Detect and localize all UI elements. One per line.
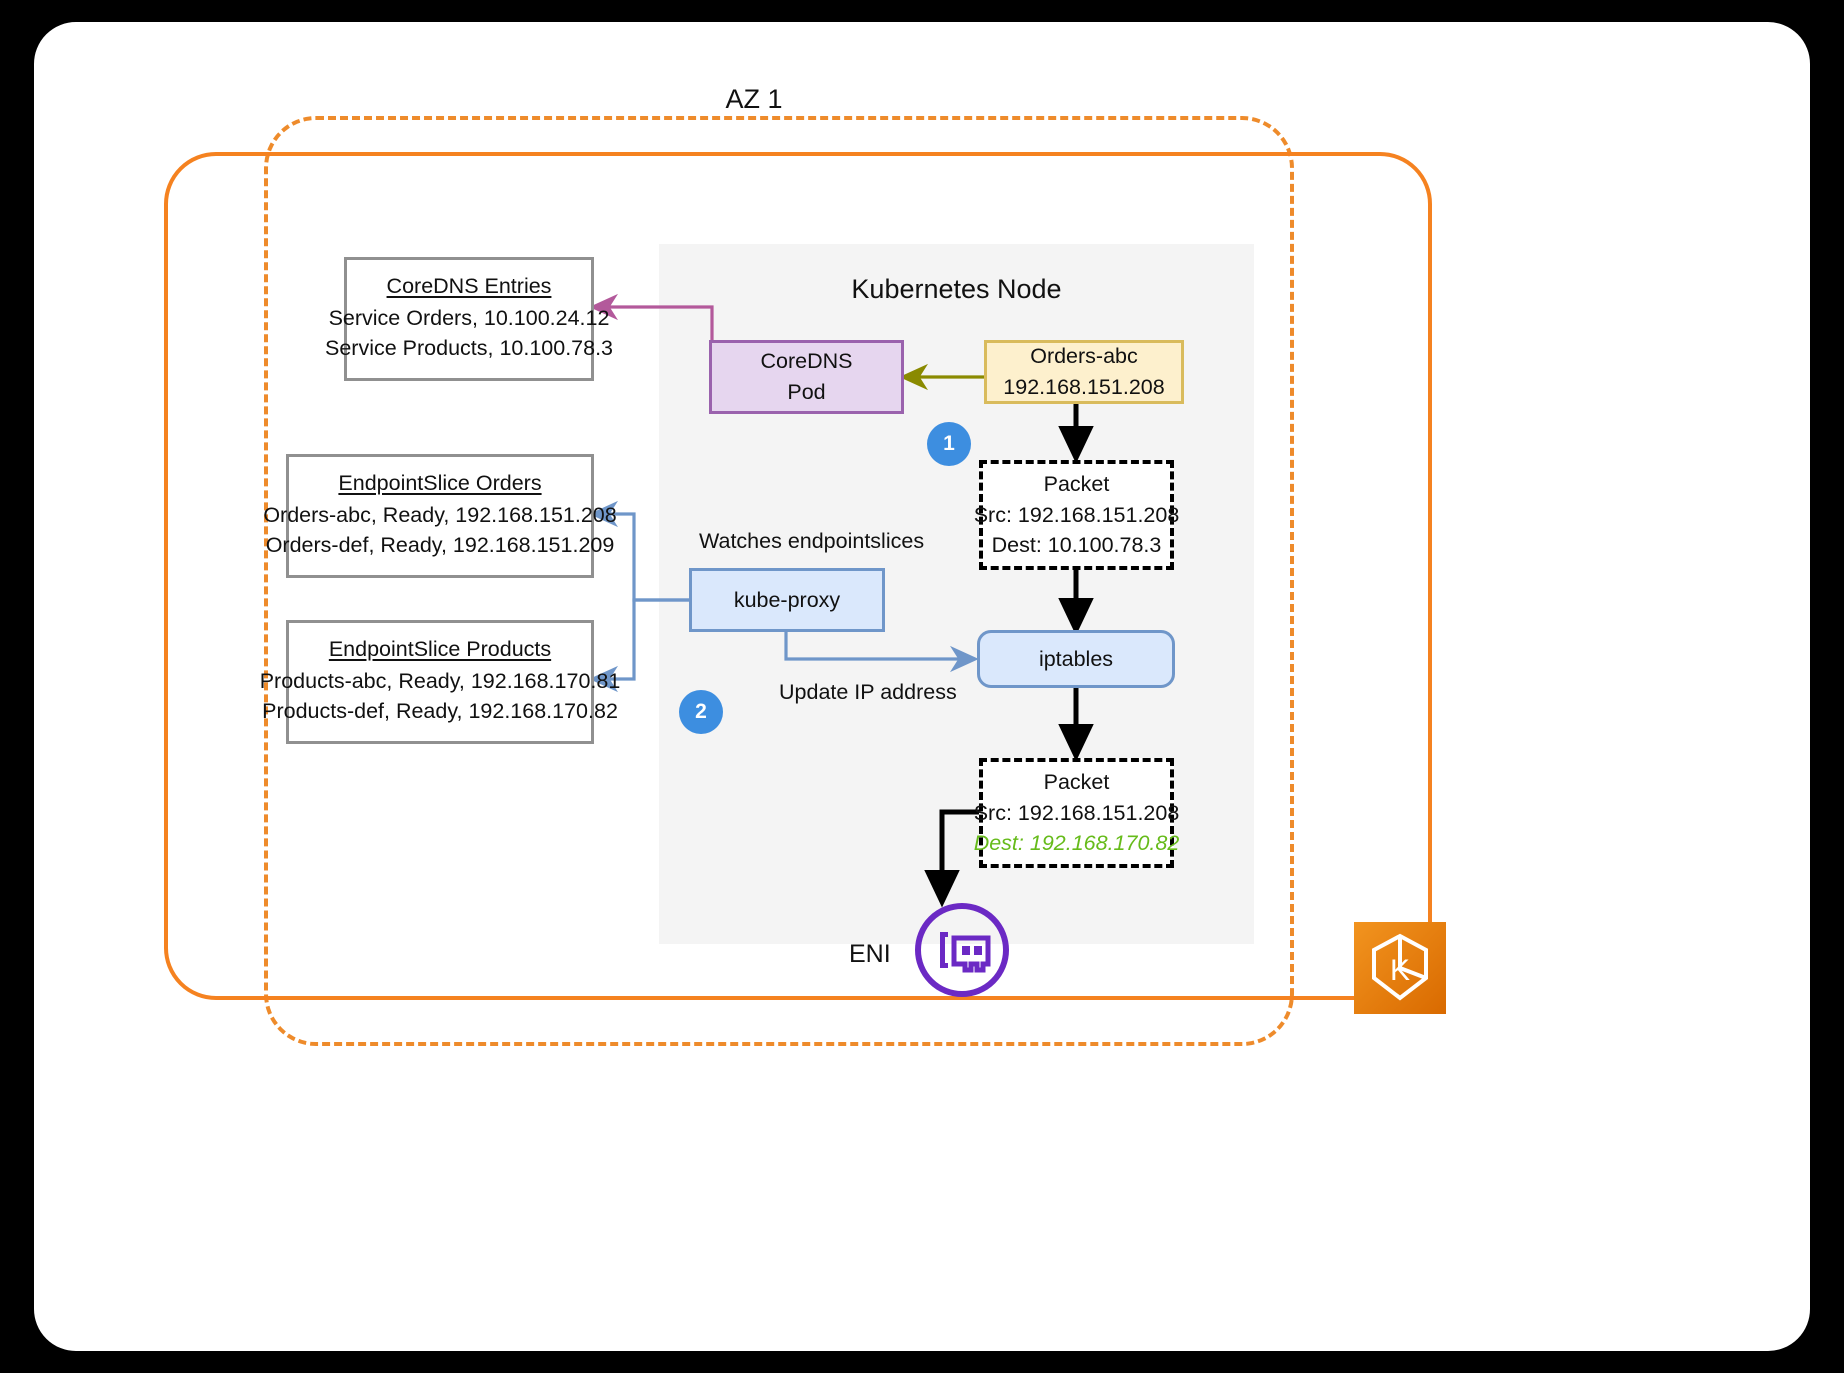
packet-top-dest: Dest: 10.100.78.3 bbox=[991, 533, 1162, 558]
kube-proxy-label: kube-proxy bbox=[733, 587, 841, 612]
packet-box-top: Packet Src: 192.168.151.208 Dest: 10.100… bbox=[974, 460, 1179, 570]
kube-proxy-box: kube-proxy bbox=[689, 568, 885, 632]
endpointslice-products-row-1: Products-def, Ready, 192.168.170.82 bbox=[262, 699, 618, 723]
iptables-box: iptables bbox=[977, 630, 1175, 688]
packet-bottom-title: Packet bbox=[1043, 770, 1110, 795]
svg-text:K: K bbox=[1390, 954, 1410, 987]
eks-logo: K bbox=[1354, 922, 1446, 1014]
endpointslice-orders-row-1: Orders-def, Ready, 192.168.151.209 bbox=[265, 533, 615, 557]
endpointslice-products-row-0: Products-abc, Ready, 192.168.170.81 bbox=[259, 669, 621, 694]
vpc-solid-boundary bbox=[164, 152, 1432, 1000]
eni-icon bbox=[914, 902, 1010, 998]
endpointslice-orders-title: EndpointSlice Orders bbox=[338, 471, 542, 496]
packet-bottom-src: Src: 192.168.151.208 bbox=[973, 800, 1180, 825]
endpointslice-orders-box: EndpointSlice Orders Orders-abc, Ready, … bbox=[263, 454, 617, 578]
outer-frame: AZ 1 Kubernetes Node bbox=[30, 18, 1814, 1355]
coredns-pod-line2: Pod bbox=[787, 380, 826, 404]
coredns-entries-box: CoreDNS Entries Service Orders, 10.100.2… bbox=[325, 257, 613, 381]
coredns-pod-box: CoreDNS Pod bbox=[709, 340, 904, 414]
coredns-entries-row-0: Service Orders, 10.100.24.12 bbox=[328, 306, 610, 331]
endpointslice-products-box: EndpointSlice Products Products-abc, Rea… bbox=[260, 620, 620, 744]
coredns-entries-title: CoreDNS Entries bbox=[386, 274, 552, 299]
coredns-entries-row-1: Service Products, 10.100.78.3 bbox=[324, 336, 614, 360]
update-ip-address-label: Update IP address bbox=[779, 680, 957, 704]
packet-top-src: Src: 192.168.151.208 bbox=[973, 502, 1180, 527]
endpointslice-orders-row-0: Orders-abc, Ready, 192.168.151.208 bbox=[263, 503, 617, 528]
orders-abc-pod-box: Orders-abc 192.168.151.208 bbox=[984, 340, 1184, 404]
availability-zone-dashed-boundary bbox=[264, 116, 1294, 1046]
coredns-pod-line1: CoreDNS bbox=[760, 349, 853, 374]
packet-box-bottom: Packet Src: 192.168.151.208 Dest: 192.16… bbox=[974, 758, 1179, 868]
az-title: AZ 1 bbox=[725, 84, 783, 114]
watches-endpointslices-label: Watches endpointslices bbox=[699, 529, 925, 553]
step-badge-2: 2 bbox=[679, 690, 723, 734]
kubernetes-node-title: Kubernetes Node bbox=[851, 274, 1062, 304]
endpointslice-products-title: EndpointSlice Products bbox=[328, 637, 552, 662]
packet-top-title: Packet bbox=[1043, 472, 1110, 497]
packet-bottom-dest: Dest: 192.168.170.82 bbox=[973, 831, 1180, 856]
eni-label: ENI bbox=[849, 940, 891, 968]
orders-abc-ip: 192.168.151.208 bbox=[1003, 375, 1165, 399]
orders-abc-name: Orders-abc bbox=[1030, 344, 1138, 369]
step-badge-1: 1 bbox=[927, 422, 971, 466]
iptables-label: iptables bbox=[1038, 646, 1114, 671]
